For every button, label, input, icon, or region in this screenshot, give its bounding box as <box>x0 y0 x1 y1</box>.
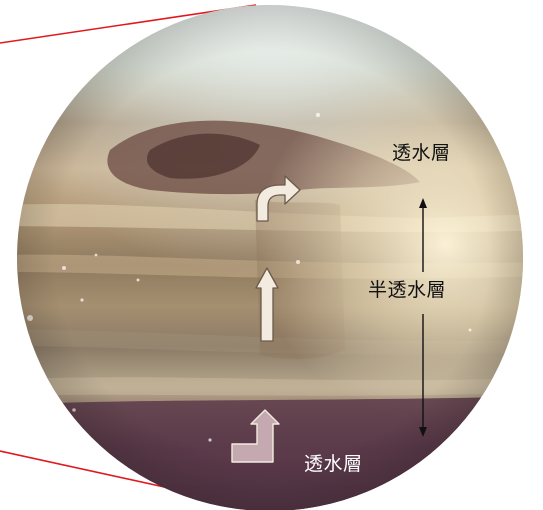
label-permeable-layer-bottom: 透水層 <box>304 455 363 474</box>
label-semipermeable-layer: 半透水層 <box>368 281 446 300</box>
label-permeable-layer-top: 透水層 <box>392 144 451 163</box>
